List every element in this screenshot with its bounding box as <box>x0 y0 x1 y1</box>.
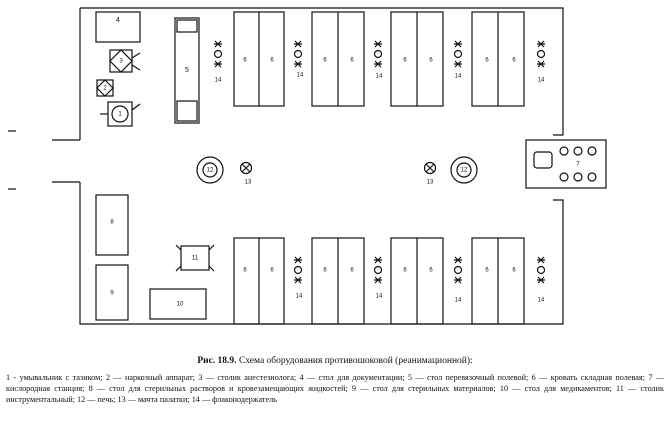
instrument-table: 11 <box>175 244 215 272</box>
bed-group-bottom-1: 6 6 <box>233 237 285 325</box>
svg-text:14: 14 <box>455 74 462 80</box>
svg-text:7: 7 <box>576 162 580 168</box>
svg-text:11: 11 <box>192 256 199 262</box>
svg-text:6: 6 <box>429 58 433 64</box>
medicines-table: 10 <box>149 288 207 320</box>
svg-text:12: 12 <box>461 168 468 174</box>
svg-text:6: 6 <box>243 58 247 64</box>
infusion-stand-top-3: 14 <box>373 40 383 80</box>
svg-text:6: 6 <box>243 268 247 274</box>
figure-caption: Рис. 18.9. Схема оборудования противошок… <box>0 356 670 366</box>
svg-text:14: 14 <box>297 73 304 79</box>
infusion-stand-bottom-1: 14 <box>293 256 303 300</box>
bed-group-top-2: 6 6 <box>311 11 365 107</box>
figure-title: Схема оборудования противошоковой (реани… <box>238 356 473 366</box>
svg-text:3: 3 <box>119 59 123 65</box>
infusion-stand-bottom-4: 14 <box>536 256 546 304</box>
washbasin: 1 <box>100 101 141 127</box>
svg-text:6: 6 <box>403 268 407 274</box>
equipment-floor-plan: 4 3 2 1 5 6 6 6 6 6 6 <box>8 7 607 325</box>
svg-text:6: 6 <box>485 58 489 64</box>
bed-group-bottom-2: 6 6 <box>311 237 365 325</box>
svg-text:6: 6 <box>270 58 274 64</box>
anesthesiologist-stand: 3 <box>109 49 141 73</box>
svg-text:13: 13 <box>245 180 252 186</box>
svg-text:6: 6 <box>350 58 354 64</box>
svg-text:14: 14 <box>538 298 545 304</box>
infusion-stand-top-5: 14 <box>536 40 546 84</box>
documentation-table: 4 <box>95 11 141 43</box>
tent-mast-left: 13 <box>239 161 253 186</box>
tent-mast-right: 13 <box>423 161 437 186</box>
svg-text:6: 6 <box>270 268 274 274</box>
bed-group-top-3: 6 6 <box>390 11 444 107</box>
svg-text:14: 14 <box>296 294 303 300</box>
stove-left: 12 <box>196 156 224 184</box>
figure-legend: 1 - умывальник с тазиком; 2 — наркозный … <box>6 373 664 404</box>
svg-text:10: 10 <box>177 302 184 308</box>
svg-text:14: 14 <box>455 298 462 304</box>
svg-text:14: 14 <box>376 294 383 300</box>
svg-text:6: 6 <box>323 58 327 64</box>
svg-text:4: 4 <box>116 17 120 24</box>
svg-text:5: 5 <box>185 67 189 74</box>
svg-text:6: 6 <box>485 268 489 274</box>
tent-outline <box>8 7 564 325</box>
svg-text:6: 6 <box>350 268 354 274</box>
infusion-stand-top-4: 14 <box>453 40 463 80</box>
svg-text:2: 2 <box>103 86 107 92</box>
svg-text:8: 8 <box>110 220 114 226</box>
infusion-stand-top-2: 14 <box>293 40 304 79</box>
sterile-solutions-table: 8 <box>95 194 129 256</box>
oxygen-station: 7 <box>525 139 607 189</box>
bed-group-top-1: 6 6 <box>233 11 285 107</box>
svg-text:13: 13 <box>427 180 434 186</box>
figure-number: Рис. 18.9. <box>197 356 237 366</box>
bed-group-bottom-4: 6 6 <box>471 237 525 325</box>
stove-right: 12 <box>450 156 478 184</box>
svg-text:12: 12 <box>207 168 214 174</box>
svg-text:6: 6 <box>429 268 433 274</box>
svg-text:6: 6 <box>323 268 327 274</box>
anesthesia-machine: 2 <box>96 79 114 97</box>
svg-text:14: 14 <box>538 78 545 84</box>
bed-group-top-4: 6 6 <box>471 11 525 107</box>
svg-text:6: 6 <box>512 58 516 64</box>
infusion-stand-bottom-3: 14 <box>453 256 463 304</box>
bed-group-bottom-3: 6 6 <box>390 237 444 325</box>
dressing-table: 5 <box>174 17 200 124</box>
svg-text:14: 14 <box>215 78 222 84</box>
svg-text:6: 6 <box>512 268 516 274</box>
svg-text:14: 14 <box>376 74 383 80</box>
svg-text:6: 6 <box>403 58 407 64</box>
svg-text:1: 1 <box>118 112 122 118</box>
svg-text:9: 9 <box>110 291 114 297</box>
infusion-stand-bottom-2: 14 <box>373 256 383 300</box>
sterile-materials-table: 9 <box>95 264 129 321</box>
infusion-stand-top-1: 14 <box>213 40 223 84</box>
